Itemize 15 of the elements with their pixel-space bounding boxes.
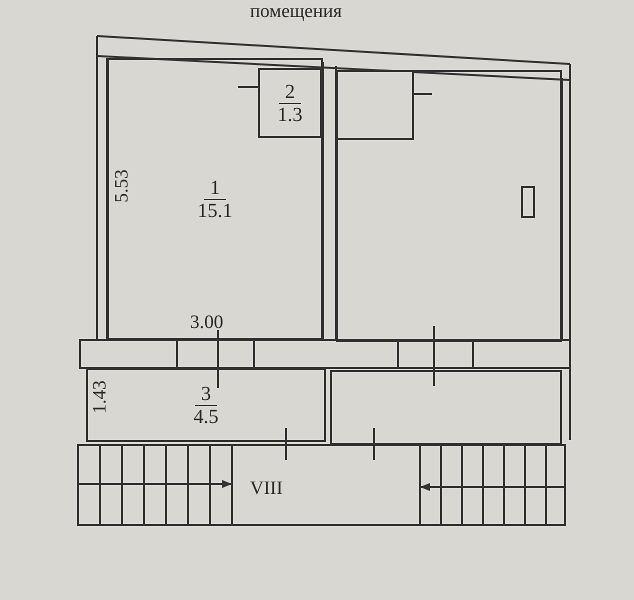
room-area: 15.1 (198, 200, 232, 222)
room-outline (86, 368, 326, 442)
room-outline (330, 370, 562, 445)
room-number: 1 (204, 176, 226, 200)
room-area: 1.3 (278, 104, 302, 126)
dimension-label: 3.00 (190, 312, 224, 334)
room-outline (107, 58, 323, 340)
dimension-label: 1.43 (90, 380, 112, 414)
room-number: 2 (279, 80, 301, 104)
room-number: 3 (195, 382, 217, 406)
stairwell-label: VIII (250, 478, 283, 500)
heading-text: помещения (250, 1, 342, 23)
room-area: 4.5 (194, 406, 218, 428)
dimension-label: 5.53 (112, 169, 134, 203)
room-outline (336, 70, 562, 342)
